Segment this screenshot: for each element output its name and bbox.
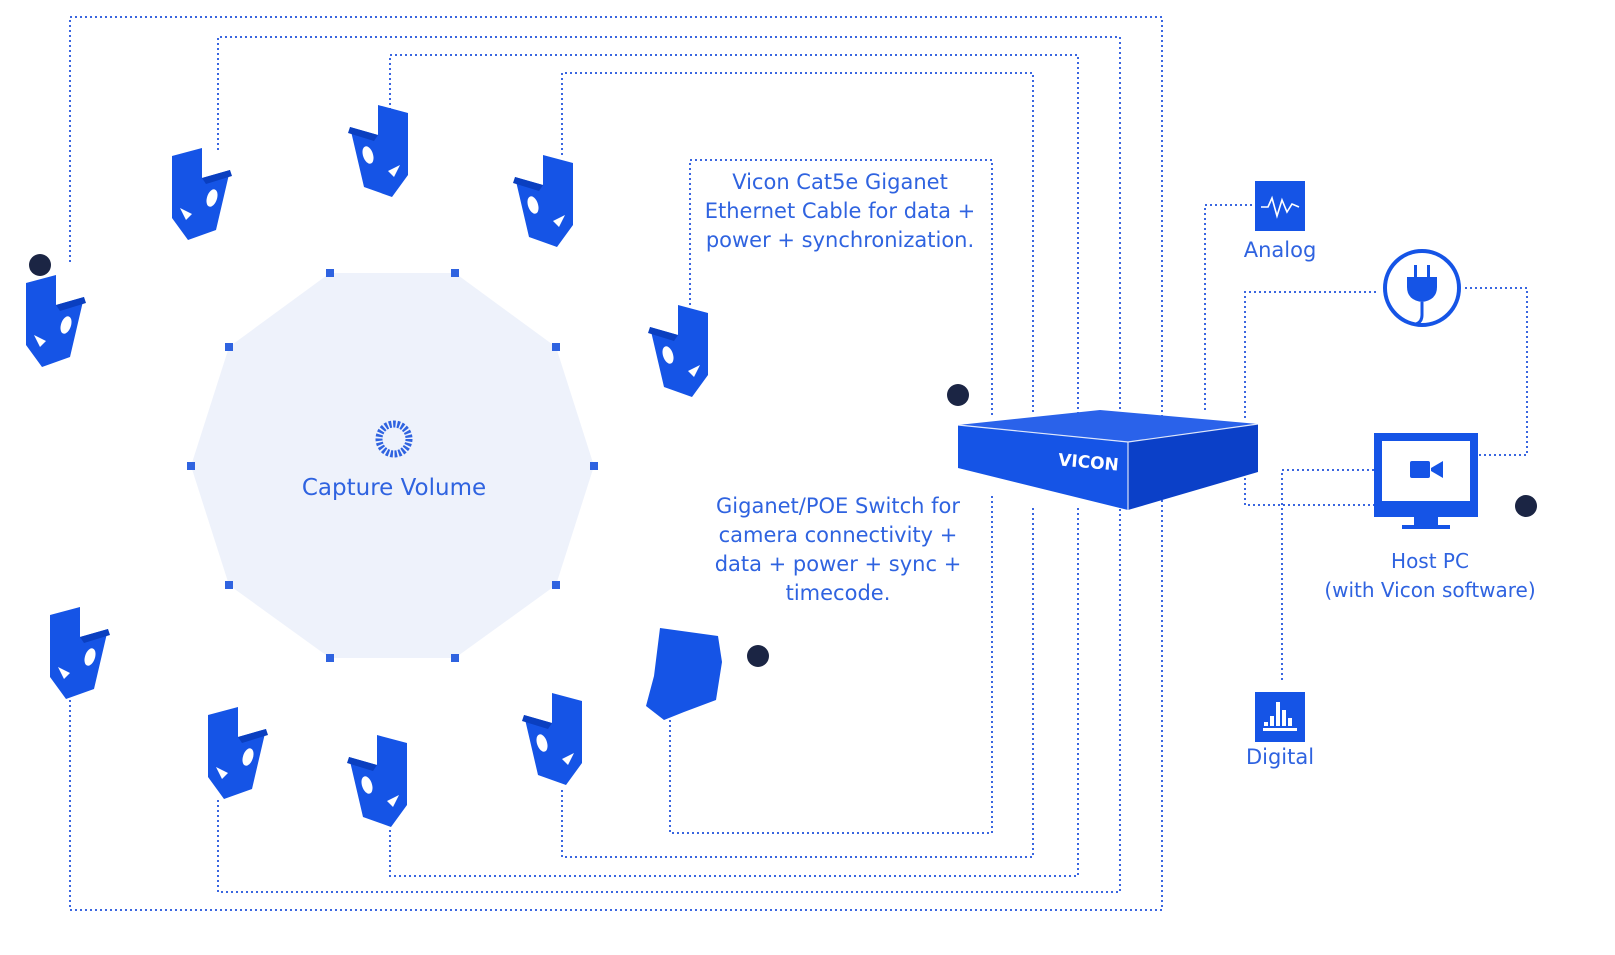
camera-icon-top-1 xyxy=(172,148,232,240)
cable-note: Vicon Cat5e Giganet Ethernet Cable for d… xyxy=(690,168,990,255)
switch-note: Giganet/POE Switch for camera connectivi… xyxy=(688,492,988,608)
capture-volume-label: Capture Volume xyxy=(302,475,486,501)
marker-dot xyxy=(947,384,969,406)
marker-dots xyxy=(29,254,1537,667)
cable-note-line-3: power + synchronization. xyxy=(705,228,975,252)
host-pc-label: Host PC (with Vicon software) xyxy=(1300,547,1560,605)
poe-switch: VICON xyxy=(957,410,1259,510)
camera-icon-top-3 xyxy=(513,155,573,247)
marker-dot xyxy=(29,254,51,276)
host-pc-label-line-1: Host PC xyxy=(1391,549,1469,573)
cable-note-line-2: Ethernet Cable for data + xyxy=(704,199,976,223)
camera-icon-bottom-3 xyxy=(522,693,582,785)
capture-volume: Capture Volume xyxy=(187,269,598,662)
camera-icon-left xyxy=(26,275,86,367)
camera-icon-right xyxy=(648,305,708,397)
camera-icon-bottom-2 xyxy=(347,735,407,827)
dotted-ring-icon xyxy=(375,420,413,458)
camera-icon-top-2 xyxy=(348,105,408,197)
digital-label: Digital xyxy=(1245,745,1315,769)
video-camera-icon xyxy=(646,628,722,720)
switch-note-line-2: camera connectivity + xyxy=(718,523,958,547)
monitor-video-icon xyxy=(1374,433,1478,529)
marker-dot xyxy=(1515,495,1537,517)
switch-note-line-1: Giganet/POE Switch for xyxy=(716,494,960,518)
analog-label: Analog xyxy=(1243,238,1317,262)
switch-note-line-4: timecode. xyxy=(785,581,891,605)
camera-icon-bottom-1 xyxy=(208,707,268,799)
marker-dot xyxy=(747,645,769,667)
switch-note-line-3: data + power + sync + xyxy=(714,552,962,576)
cameras xyxy=(26,105,722,827)
host-pc-label-line-2: (with Vicon software) xyxy=(1324,578,1536,602)
waveform-icon xyxy=(1255,181,1305,231)
cable-lines xyxy=(69,16,1528,911)
power-plug-icon xyxy=(1383,249,1461,327)
cable-note-line-1: Vicon Cat5e Giganet xyxy=(732,170,948,194)
camera-icon-bottom-left xyxy=(50,607,110,699)
bar-signal-icon xyxy=(1255,692,1305,742)
